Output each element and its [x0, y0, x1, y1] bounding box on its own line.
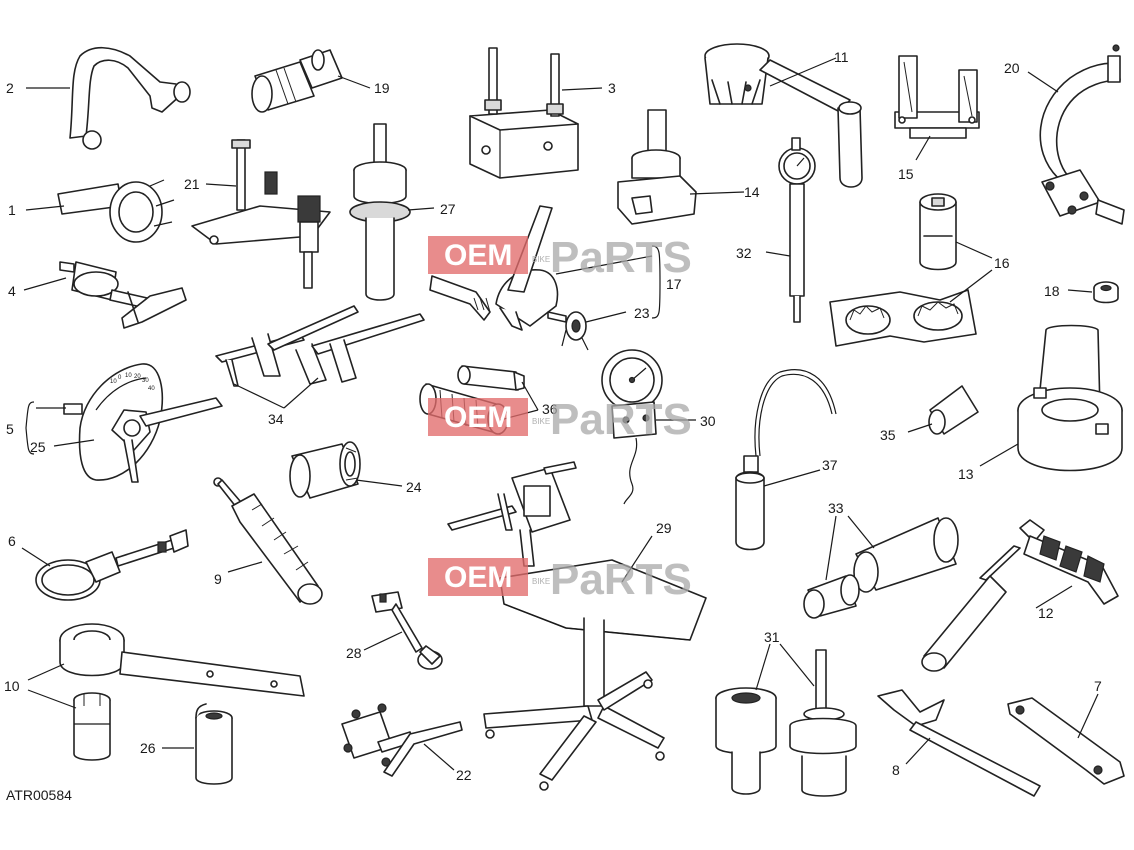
callout-27: 27	[440, 201, 456, 217]
watermark-brand-small: BIKE	[532, 417, 550, 426]
callout-34: 34	[268, 411, 284, 427]
part-29-workstand	[447, 461, 707, 791]
part-21-plate-with-knobs	[191, 139, 331, 289]
part-24-castle-socket	[289, 441, 361, 499]
callout-9: 9	[214, 571, 222, 587]
watermark-top: OEM BIKE PaRTS	[428, 233, 692, 282]
part-35-cone	[928, 385, 979, 435]
part-13-round-base-with-handle	[1017, 324, 1123, 472]
callout-30: 30	[700, 413, 716, 429]
watermark-middle: OEM BIKE PaRTS	[428, 395, 692, 444]
watermark-badge	[428, 558, 528, 596]
watermark-brand-left: OEM	[444, 401, 512, 434]
callout-28: 28	[346, 645, 362, 661]
callout-15: 15	[898, 166, 914, 182]
callout-22: 22	[456, 767, 472, 783]
part-1-ring-tool	[57, 179, 175, 243]
watermark-brand-right: PaRTS	[550, 555, 692, 604]
part-31-stepped-plugs	[715, 649, 857, 797]
part-19-sleeve-tool	[251, 49, 343, 113]
callout-1: 1	[8, 202, 16, 218]
callout-6: 6	[8, 533, 16, 549]
part-23-disc-puller	[547, 311, 589, 351]
part-28-crank	[371, 591, 443, 670]
leader-lines	[21, 57, 1099, 771]
part-15-fork-frame	[894, 55, 980, 139]
part-8-long-spanner	[877, 689, 1041, 797]
callout-19: 19	[374, 80, 390, 96]
watermark-bottom: OEM BIKE PaRTS	[428, 555, 692, 604]
callout-32: 32	[736, 245, 752, 261]
callout-24: 24	[406, 479, 422, 495]
callout-2: 2	[6, 80, 14, 96]
watermark-brand-left: OEM	[444, 239, 512, 272]
dial-scale-label: 10	[110, 379, 117, 385]
part-14-stepped-sleeve	[617, 109, 697, 225]
part-11-hub-puller	[704, 43, 863, 188]
watermark-brand-left: OEM	[444, 561, 512, 594]
callout-labels: 2 1 4 5 25 6 10 26 9 21 19 27 3 11 14 32…	[4, 49, 1102, 803]
part-12-ratchet-handle	[921, 519, 1119, 672]
callout-16: 16	[994, 255, 1010, 271]
callout-36: 36	[542, 401, 558, 417]
part-4-t-handle-tool	[59, 261, 187, 329]
callout-5: 5	[6, 421, 14, 437]
part-18-nut	[1093, 281, 1119, 304]
part-27-cylinder-tool	[349, 123, 411, 301]
callout-13: 13	[958, 466, 974, 482]
callout-33: 33	[828, 500, 844, 516]
part-20-arc-bracket	[1039, 44, 1125, 225]
dial-scale-label: 20	[134, 374, 141, 380]
part-7-flat-spanner	[1007, 697, 1125, 785]
callout-11: 11	[834, 49, 849, 65]
dial-scale-label: 10	[125, 373, 132, 379]
part-34-u-rods	[215, 305, 425, 387]
part-26-cup	[195, 703, 233, 785]
part-10-ring-spanner	[59, 623, 305, 697]
dial-scale-label: 40	[148, 386, 155, 392]
callout-26: 26	[140, 740, 156, 756]
callout-4: 4	[8, 283, 16, 299]
part-37-bottle-with-hose	[735, 369, 837, 551]
diagram-code: ATR00584	[6, 787, 72, 803]
part-3-stud-block	[469, 47, 579, 179]
part-5-25-protractor-dial: 10 0 10 20 30 40	[63, 363, 223, 483]
dial-scale-label: 30	[142, 378, 149, 384]
callout-18: 18	[1044, 283, 1060, 299]
callout-29: 29	[656, 520, 672, 536]
callout-12: 12	[1038, 605, 1054, 621]
part-32-dial-gauge-stem	[778, 137, 816, 323]
part-6-strap-wrench	[35, 529, 189, 601]
part-16-double-gear-plate	[829, 289, 977, 347]
callout-17: 17	[666, 276, 682, 292]
callout-35: 35	[880, 427, 896, 443]
callout-8: 8	[892, 762, 900, 778]
callout-21: 21	[184, 176, 200, 192]
callout-14: 14	[744, 184, 760, 200]
part-30-dial-gauge	[601, 349, 663, 505]
callout-7: 7	[1094, 678, 1102, 694]
part-16-socket	[919, 193, 957, 271]
watermark-brand-right: PaRTS	[550, 233, 692, 282]
watermark-badge	[428, 398, 528, 436]
part-33-sleeve-pair	[803, 517, 959, 619]
watermark-badge	[428, 236, 528, 274]
dial-scale-label: 0	[118, 375, 122, 381]
callout-37: 37	[822, 457, 838, 473]
watermark-brand-small: BIKE	[532, 577, 550, 586]
part-10-castle-socket	[73, 692, 111, 761]
callout-20: 20	[1004, 60, 1020, 76]
part-22-lever-fixture	[341, 703, 463, 777]
part-9-driver	[213, 477, 323, 605]
callout-10: 10	[4, 678, 20, 694]
watermark-brand-small: BIKE	[532, 255, 550, 264]
callout-3: 3	[608, 80, 616, 96]
callout-25: 25	[30, 439, 46, 455]
watermark-brand-right: PaRTS	[550, 395, 692, 444]
part-2-hook-tool	[69, 46, 191, 150]
callout-31: 31	[764, 629, 780, 645]
callout-23: 23	[634, 305, 650, 321]
